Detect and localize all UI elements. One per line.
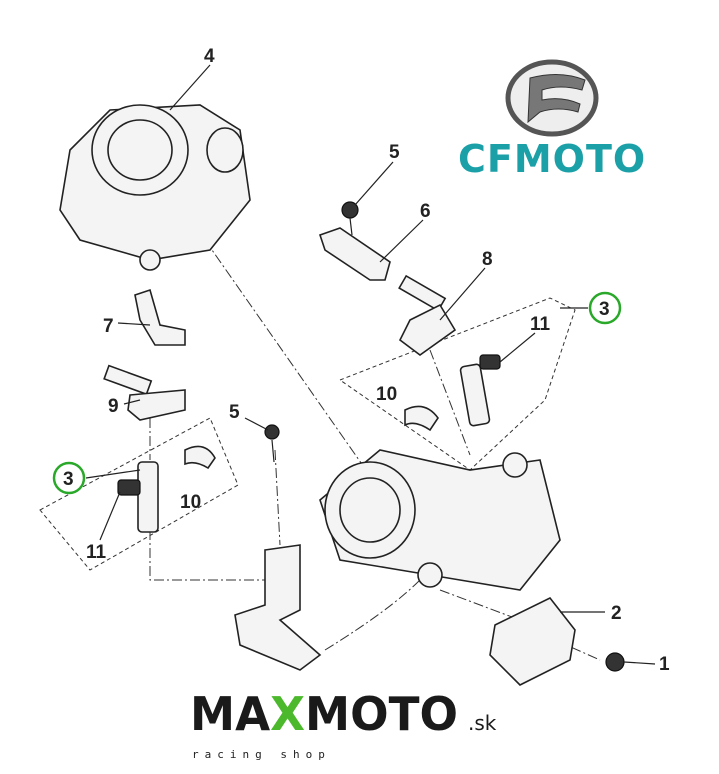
intake-manifold (319, 449, 561, 591)
bracket-part-7 (134, 288, 186, 346)
injector-part-3-left (117, 461, 159, 533)
maxmoto-tagline: racing shop (192, 748, 331, 761)
assembly-lines (149, 239, 601, 661)
cfmoto-wordmark: CFMOTO (458, 137, 646, 181)
callout-10: 10 (180, 492, 201, 513)
injector-group-box-left (39, 417, 239, 571)
callout-7: 7 (103, 316, 114, 337)
injector-group-box-right (338, 297, 576, 471)
callout-11: 11 (86, 542, 107, 563)
callout-10: 10 (376, 384, 397, 405)
maxmoto-logo: MAXMOTO .sk racing shop (190, 687, 497, 761)
throttle-body-part-4 (59, 104, 251, 271)
nut-part-1 (605, 652, 625, 672)
callout-2: 2 (611, 603, 622, 624)
callout-leaders (85, 64, 656, 665)
callout-5: 5 (229, 402, 240, 423)
callout-4: 4 (204, 46, 215, 67)
callout-3: 3 (599, 299, 610, 320)
callout-3-highlight-left (52, 461, 86, 495)
clip-part-10-left (184, 445, 216, 470)
injector-part-3-right (459, 354, 501, 427)
bolt-part-5-top (341, 201, 359, 236)
cfmoto-logo: CFMOTO (458, 59, 646, 181)
mount-bracket (234, 544, 322, 671)
callout-9: 9 (108, 396, 119, 417)
clamp-part-6 (318, 227, 391, 281)
callout-1: 1 (659, 654, 670, 675)
maxmoto-wordmark: MAXMOTO (190, 687, 458, 741)
callout-6: 6 (420, 201, 431, 222)
hose-connector-part-9 (103, 364, 186, 421)
callout-11: 11 (530, 314, 551, 335)
maxmoto-domain: .sk (468, 711, 497, 735)
bolt-part-5-lower (264, 424, 280, 463)
sensor-part-2 (489, 596, 576, 686)
callout-8: 8 (482, 249, 493, 270)
callout-3: 3 (63, 469, 74, 490)
callout-3-highlight-right (588, 291, 622, 325)
clip-part-10-right (404, 405, 439, 432)
hose-connector-part-8 (398, 274, 457, 356)
callout-5: 5 (389, 142, 400, 163)
